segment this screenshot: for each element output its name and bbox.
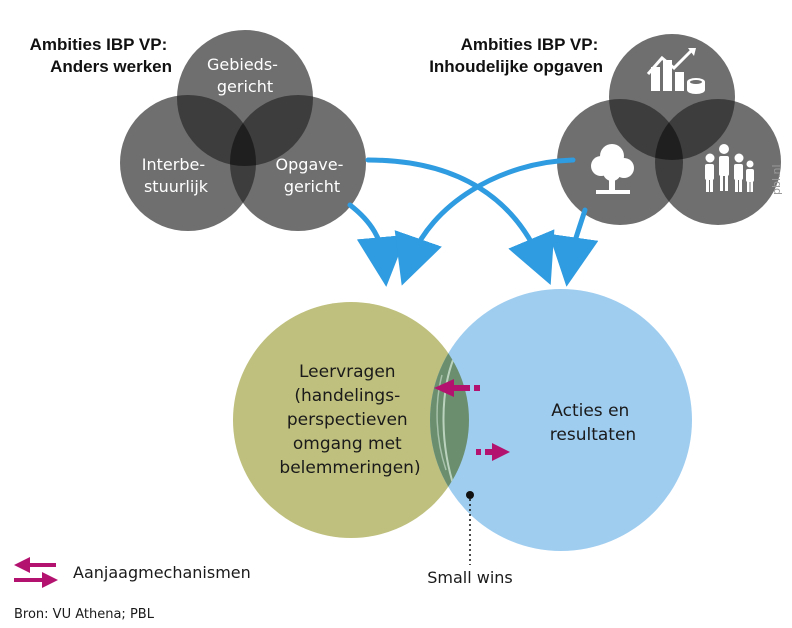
arrow-left-to-leervragen	[347, 202, 407, 287]
small-wins-overlap	[430, 302, 469, 538]
legend: Aanjaagmechanismen	[14, 557, 251, 588]
pbl-credit: pbl.nl	[770, 164, 783, 195]
arrow-left-to-acties	[365, 157, 555, 286]
small-wins-label: Small wins	[427, 568, 513, 587]
arrow-right-to-acties	[548, 207, 599, 287]
arrow-right-to-leervragen	[394, 157, 576, 286]
left-venn: Gebieds- gericht Interbe- stuurlijk Opga…	[120, 30, 366, 231]
arrow-pointing-right	[476, 443, 510, 461]
connector-arrows	[347, 157, 599, 287]
legend-label: Aanjaagmechanismen	[73, 563, 251, 582]
source-note: Bron: VU Athena; PBL	[14, 607, 155, 622]
tree-icon	[591, 144, 634, 194]
left-group-title: Ambities IBP VP: Anders werken	[30, 35, 172, 76]
arrow-pointing-left	[434, 379, 480, 397]
people-group-icon	[705, 144, 754, 192]
left-circle-right-label: Opgave- gericht	[276, 155, 349, 196]
acties-label: Acties en resultaten	[550, 401, 636, 445]
acties-circle	[430, 289, 692, 551]
small-wins-dot	[466, 491, 474, 499]
left-circle-left-label: Interbe- stuurlijk	[142, 155, 210, 196]
leervragen-circle	[233, 302, 469, 538]
aanjaag-arrows	[434, 379, 510, 461]
left-circle-top-label: Gebieds- gericht	[207, 55, 283, 96]
chart-coins-icon	[646, 48, 705, 94]
right-group-title: Ambities IBP VP: Inhoudelijke opgaven	[429, 35, 603, 76]
leervragen-label: Leervragen (handelings- perspectieven om…	[279, 362, 420, 478]
double-arrow-icon	[14, 557, 58, 588]
right-venn: pbl.nl	[557, 34, 783, 225]
main-venn: Leervragen (handelings- perspectieven om…	[233, 289, 692, 587]
